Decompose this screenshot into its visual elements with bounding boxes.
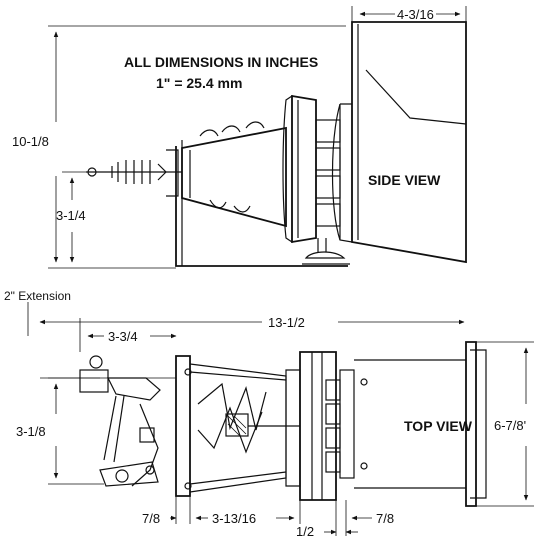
top-dim-left-offset: 3-3/4 bbox=[108, 329, 138, 344]
top-dim-bottom-a: 7/8 bbox=[142, 511, 160, 526]
top-dim-left-height: 3-1/8 bbox=[16, 424, 46, 439]
top-dim-bottom-c: 7/8 bbox=[376, 511, 394, 526]
top-dim-right-height: 6-7/8' bbox=[494, 418, 526, 433]
top-view-drawing: 2" Extension 13-1/2 3-3/4 bbox=[4, 289, 534, 539]
extension-note: 2" Extension bbox=[4, 289, 71, 303]
side-view-label: SIDE VIEW bbox=[368, 172, 441, 188]
top-dim-overall-length: 13-1/2 bbox=[268, 315, 305, 330]
side-dim-width: 4-3/16 bbox=[397, 7, 434, 22]
side-dim-lower-height: 3-1/4 bbox=[56, 208, 86, 223]
dimensions-title: ALL DIMENSIONS IN INCHES bbox=[124, 54, 318, 70]
side-dim-total-height: 10-1/8 bbox=[12, 134, 49, 149]
top-view-label: TOP VIEW bbox=[404, 418, 473, 434]
top-dim-bottom-b: 3-13/16 bbox=[212, 511, 256, 526]
side-view-drawing: 4-3/16 bbox=[12, 6, 467, 269]
unit-conversion: 1" = 25.4 mm bbox=[156, 75, 242, 91]
top-dim-bottom-d: 1/2 bbox=[296, 524, 314, 539]
